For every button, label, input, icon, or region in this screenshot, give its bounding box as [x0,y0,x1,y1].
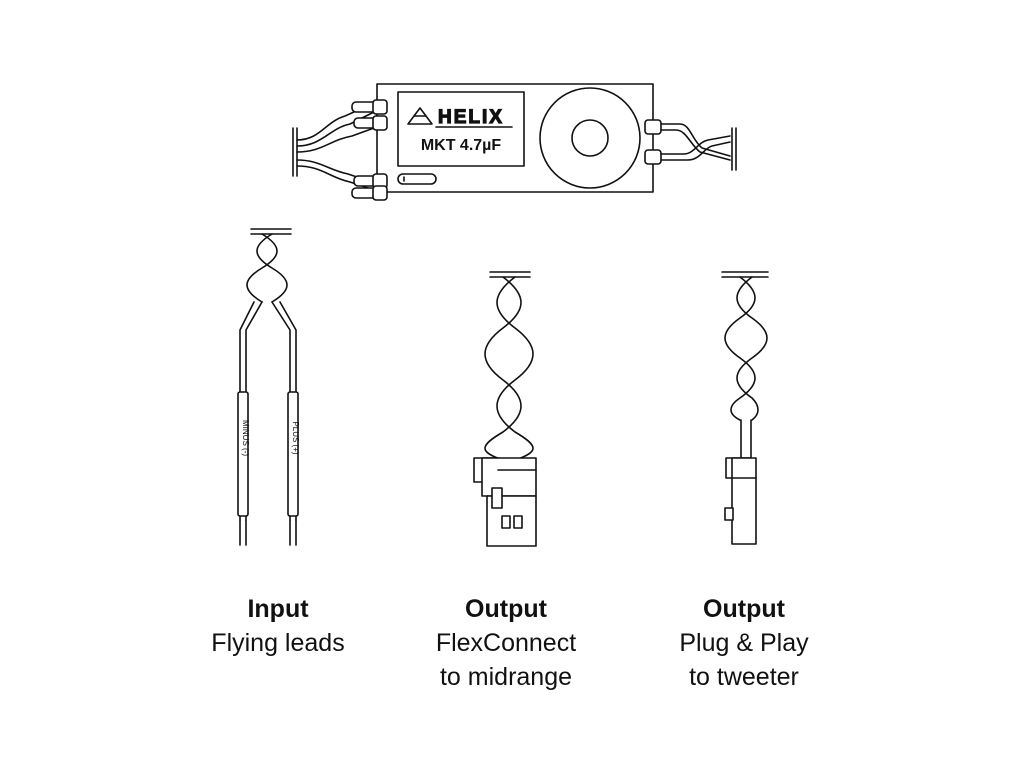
caption-input: Input Flying leads [158,592,398,660]
capacitor-body [397,91,525,167]
tweeter-twisted-pair [724,276,768,421]
caption-flexconnect-line-1: FlexConnect [435,629,577,657]
crossover-module: HELIX MKT 4.7µF [292,83,737,201]
plus-sleeve [287,391,299,517]
flexconnect-connector [473,457,537,547]
output-flexconnect [473,271,537,547]
caption-flexconnect-title: Output [465,595,547,623]
midrange-twisted-pair [484,276,534,461]
plus-lead-tag: PLUS (+) [291,421,300,454]
caption-input-title: Input [247,595,309,623]
inductor-coil [539,87,641,189]
output-plug-and-play [721,271,769,545]
caption-plug-and-play-line-2: to tweeter [689,663,799,691]
input-flying-leads: MINUS (-) PLUS (+) [237,228,300,546]
resistor [397,173,437,185]
minus-sleeve [237,391,249,517]
plug-and-play-connector [724,457,757,545]
module-output-wires [644,119,737,171]
caption-plug-and-play-line-1: Plug & Play [679,629,809,657]
helix-logo-icon [407,107,433,125]
caption-flexconnect-line-2: to midrange [439,663,573,691]
caption-plug-and-play-title: Output [703,595,785,623]
caption-plug-and-play: Output Plug & Play to tweeter [624,592,864,694]
module-part-label: MKT 4.7µF [421,137,502,154]
caption-flexconnect: Output FlexConnect to midrange [386,592,626,694]
caption-input-line-1: Flying leads [211,629,345,657]
module-brand: HELIX [438,107,504,128]
input-twisted-pair [246,233,288,303]
module-input-wires [292,101,381,199]
minus-lead-tag: MINUS (-) [241,420,250,456]
